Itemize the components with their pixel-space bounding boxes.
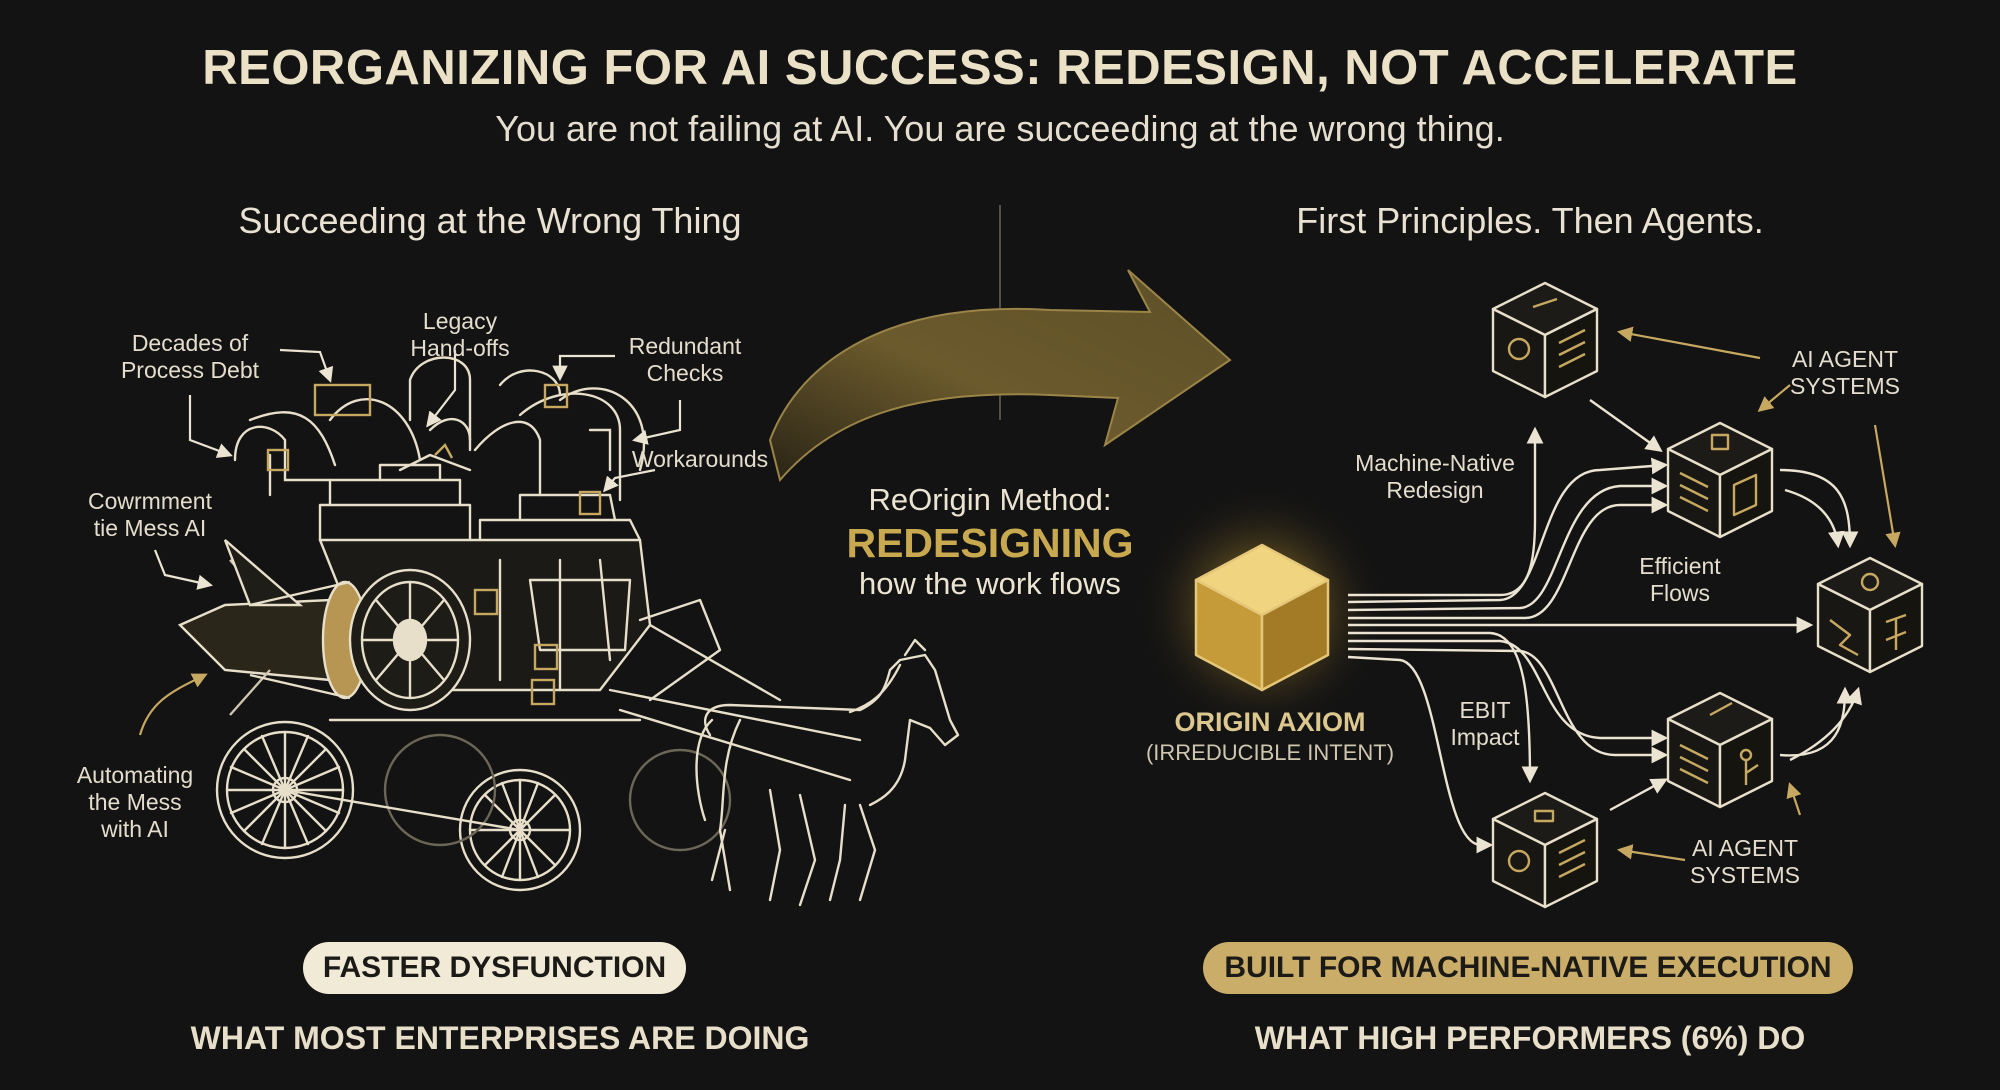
label-cowrmment: Cowrmment tie Mess AI [88,488,212,541]
label-process-debt: Decades of Process Debt [120,330,260,383]
faster-dysfunction-pill: FASTER DYSFUNCTION [303,942,686,994]
label-machine-native: Machine-Native Redesign [1355,450,1515,503]
left-heading: Succeeding at the Wrong Thing [238,200,742,241]
debt-boxes [266,383,602,706]
label-agents-bottom: AI AGENT SYSTEMS [1690,835,1800,888]
origin-cube-icon [1194,543,1330,692]
label-redundant-checks: Redundant Checks [628,333,742,386]
right-footer: WHAT HIGH PERFORMERS (6%) DO [1254,1020,1806,1056]
label-workarounds: Workarounds [631,446,769,472]
method-label: ReOrigin Method: [868,482,1112,517]
machine-native-pill: BUILT FOR MACHINE-NATIVE EXECUTION [1203,942,1853,994]
label-ebit-impact: EBIT Impact [1450,697,1520,750]
label-agents-top: AI AGENT SYSTEMS [1790,346,1900,399]
process-debt-pipes [233,356,646,502]
right-heading: First Principles. Then Agents. [1296,200,1764,241]
left-footer: WHAT MOST ENTERPRISES ARE DOING [190,1020,810,1056]
method-redesigning: REDESIGNING [846,520,1134,566]
origin-axiom-sub: (IRREDUCIBLE INTENT) [1145,740,1395,765]
origin-axiom-title: ORIGIN AXIOM [1174,707,1366,737]
agent-cube-icon [1491,281,1924,909]
curved-arrow-icon [768,269,1232,483]
page-title: REORGANIZING FOR AI SUCCESS: REDESIGN, N… [202,41,1798,95]
jet-engine-icon [177,539,472,716]
label-legacy-handoffs: Legacy Hand-offs [410,308,510,361]
method-subtext: how the work flows [859,566,1121,601]
label-efficient-flows: Efficient Flows [1639,553,1721,606]
label-automating-mess: Automating the Mess with AI [76,762,194,842]
page-subtitle: You are not failing at AI. You are succe… [495,108,1505,149]
horse-icon [695,638,960,907]
